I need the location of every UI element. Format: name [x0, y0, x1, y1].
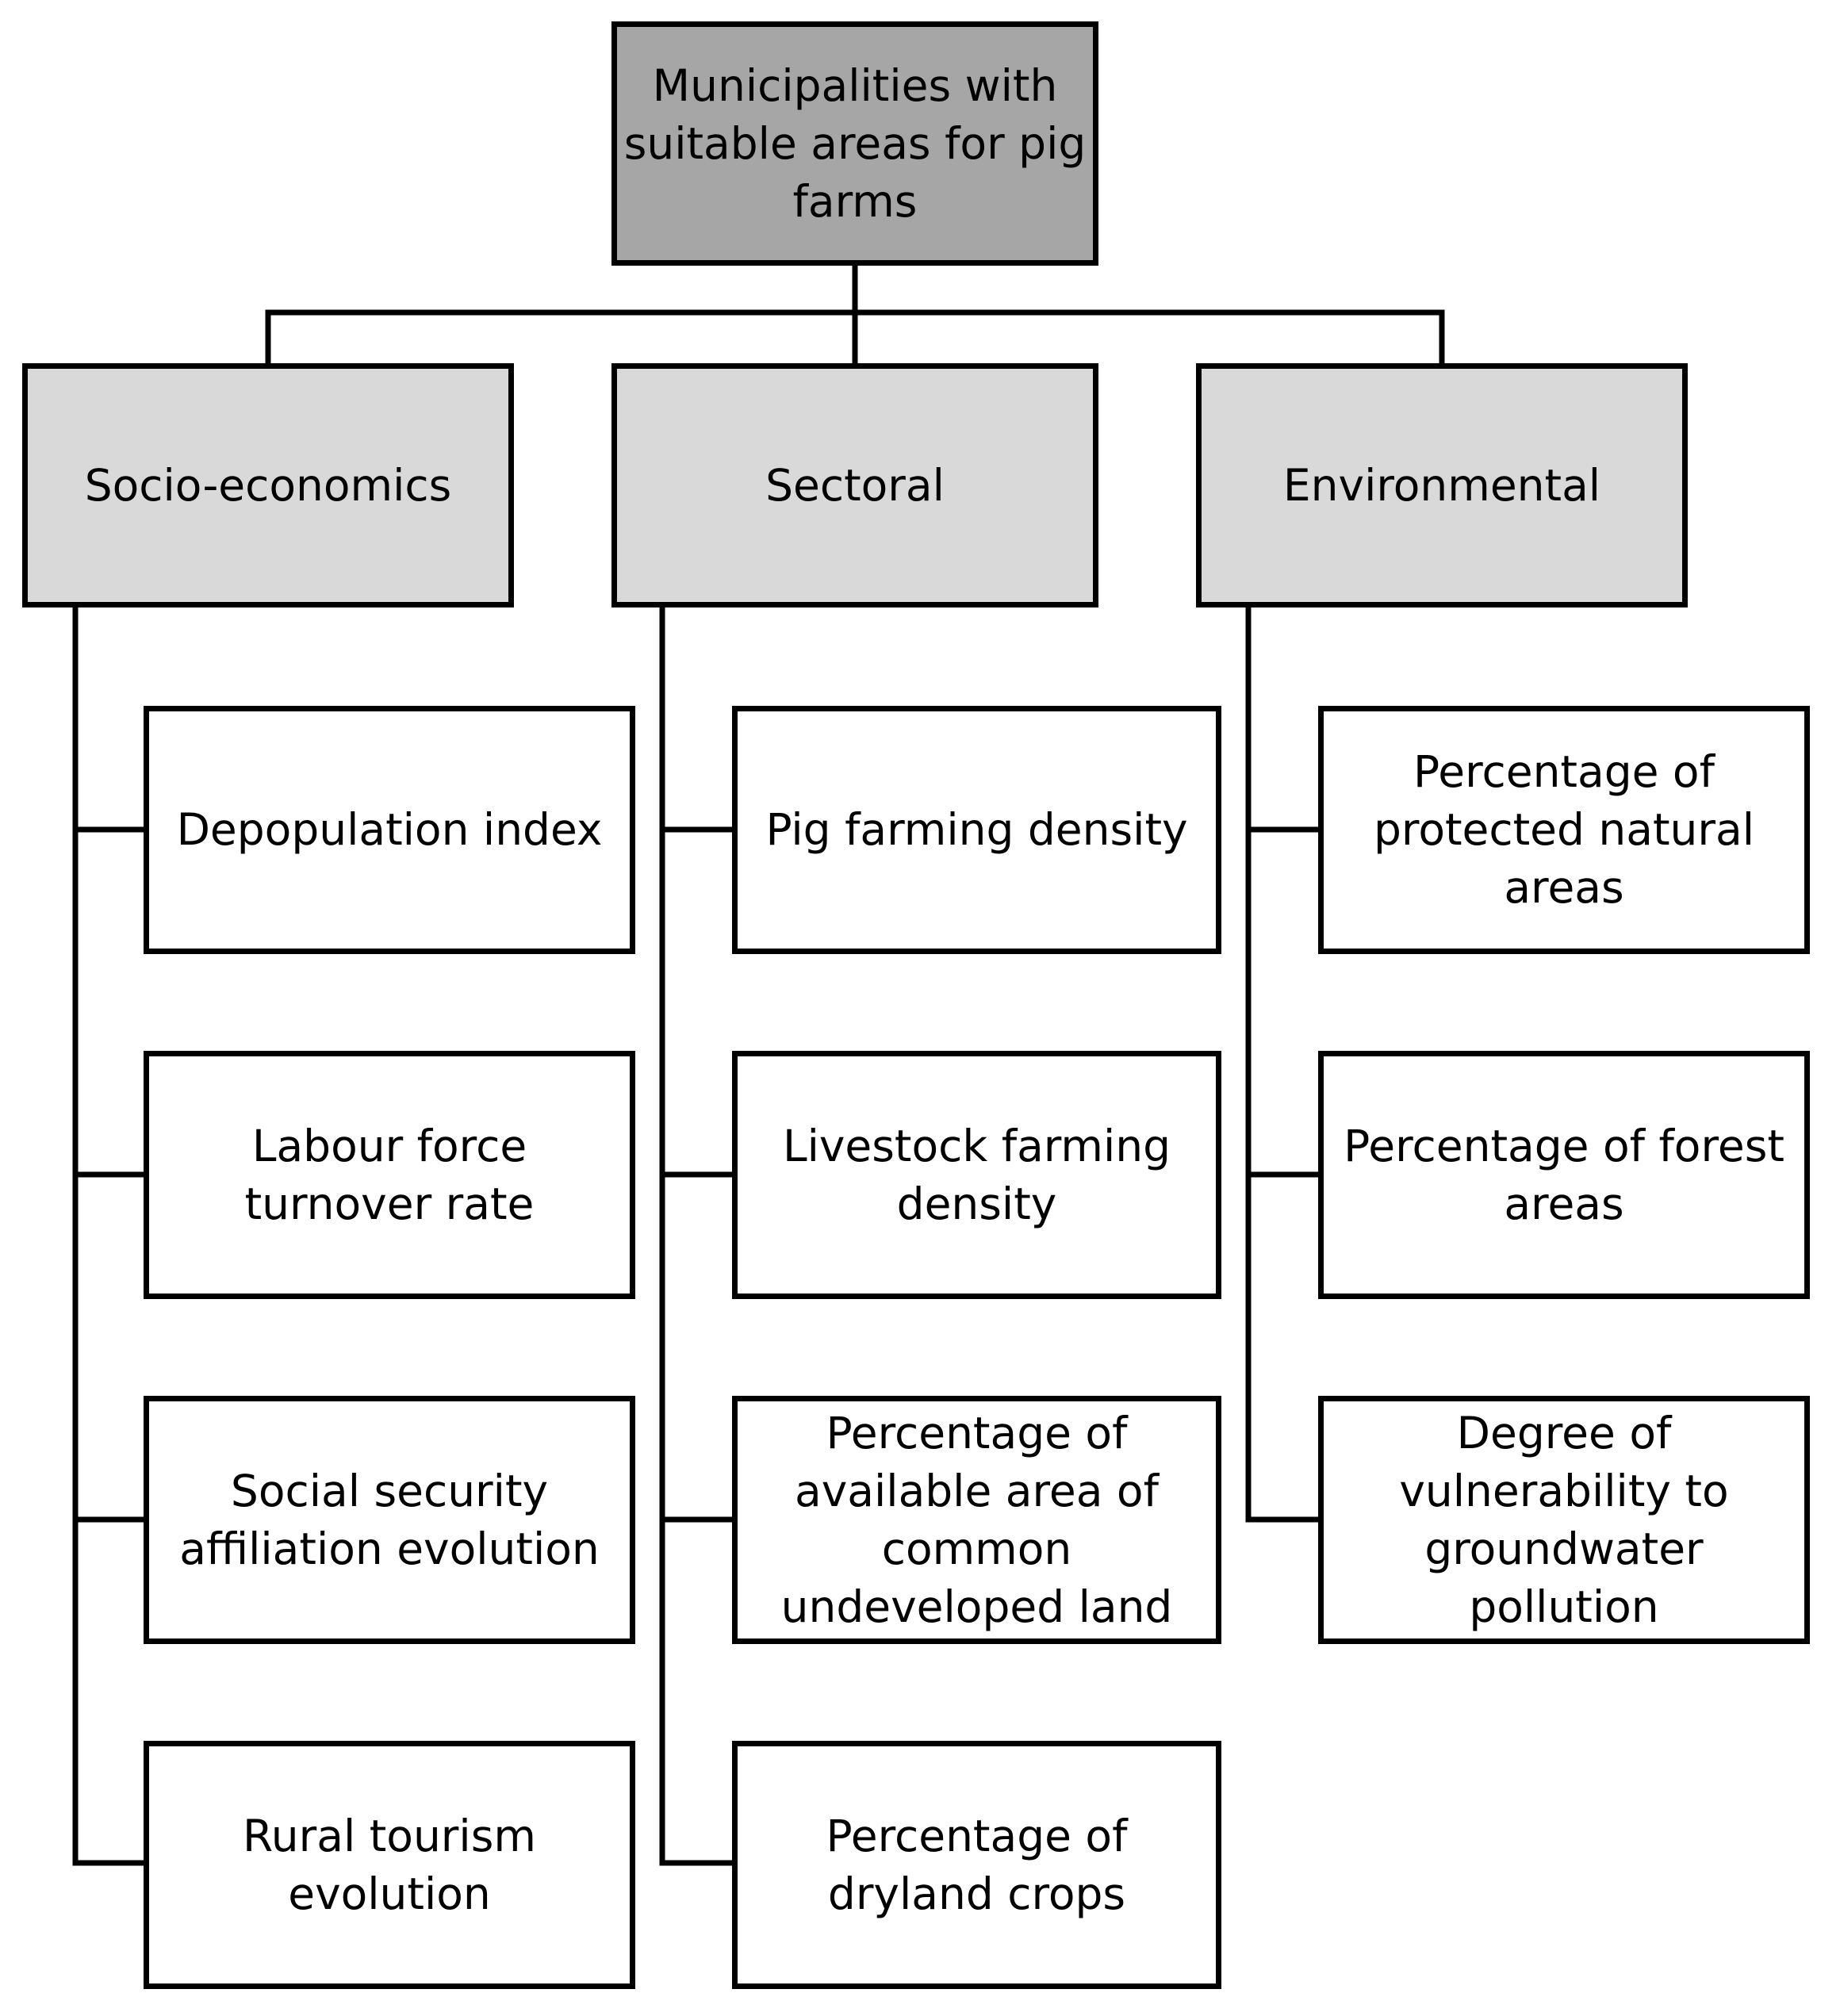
indicator-label: Labour force turnover rate [244, 1120, 535, 1229]
indicator-node-pig-farming-density: Pig farming density [732, 706, 1221, 954]
category-label: Sectoral [765, 459, 945, 511]
indicator-label: Depopulation index [176, 804, 603, 855]
root-node: Municipalities with suitable areas for p… [611, 21, 1098, 266]
category-label: Environmental [1282, 459, 1601, 511]
indicator-node-groundwater-vulnerability: Degree of vulnerability to groundwater p… [1318, 1396, 1810, 1644]
category-node-socio-economics: Socio-economics [22, 363, 514, 607]
indicator-label: Percentage of protected natural areas [1374, 746, 1754, 913]
indicator-node-protected-natural-areas: Percentage of protected natural areas [1318, 706, 1810, 954]
indicator-node-rural-tourism: Rural tourism evolution [144, 1741, 635, 1989]
category-node-sectoral: Sectoral [611, 363, 1098, 607]
indicator-node-social-security-affiliation: Social security affiliation evolution [144, 1396, 635, 1644]
category-label: Socio-economics [84, 459, 452, 511]
indicator-node-forest-areas: Percentage of forest areas [1318, 1051, 1810, 1299]
root-node-label: Municipalities with suitable areas for p… [623, 59, 1087, 227]
indicator-label: Livestock farming density [782, 1120, 1171, 1229]
indicator-label: Social security affiliation evolution [179, 1465, 600, 1574]
indicator-node-livestock-farming-density: Livestock farming density [732, 1051, 1221, 1299]
indicator-label: Pig farming density [765, 804, 1188, 855]
indicator-label: Percentage of forest areas [1344, 1120, 1784, 1229]
indicator-label: Percentage of dryland crops [826, 1810, 1128, 1919]
indicator-node-dryland-crops: Percentage of dryland crops [732, 1741, 1221, 1989]
category-node-environmental: Environmental [1196, 363, 1688, 607]
indicator-label: Percentage of available area of common u… [780, 1407, 1173, 1632]
indicator-node-labour-force-turnover: Labour force turnover rate [144, 1051, 635, 1299]
indicator-label: Degree of vulnerability to groundwater p… [1399, 1407, 1729, 1632]
indicator-node-common-undeveloped-land: Percentage of available area of common u… [732, 1396, 1221, 1644]
indicator-label: Rural tourism evolution [243, 1810, 536, 1919]
indicator-node-depopulation-index: Depopulation index [144, 706, 635, 954]
